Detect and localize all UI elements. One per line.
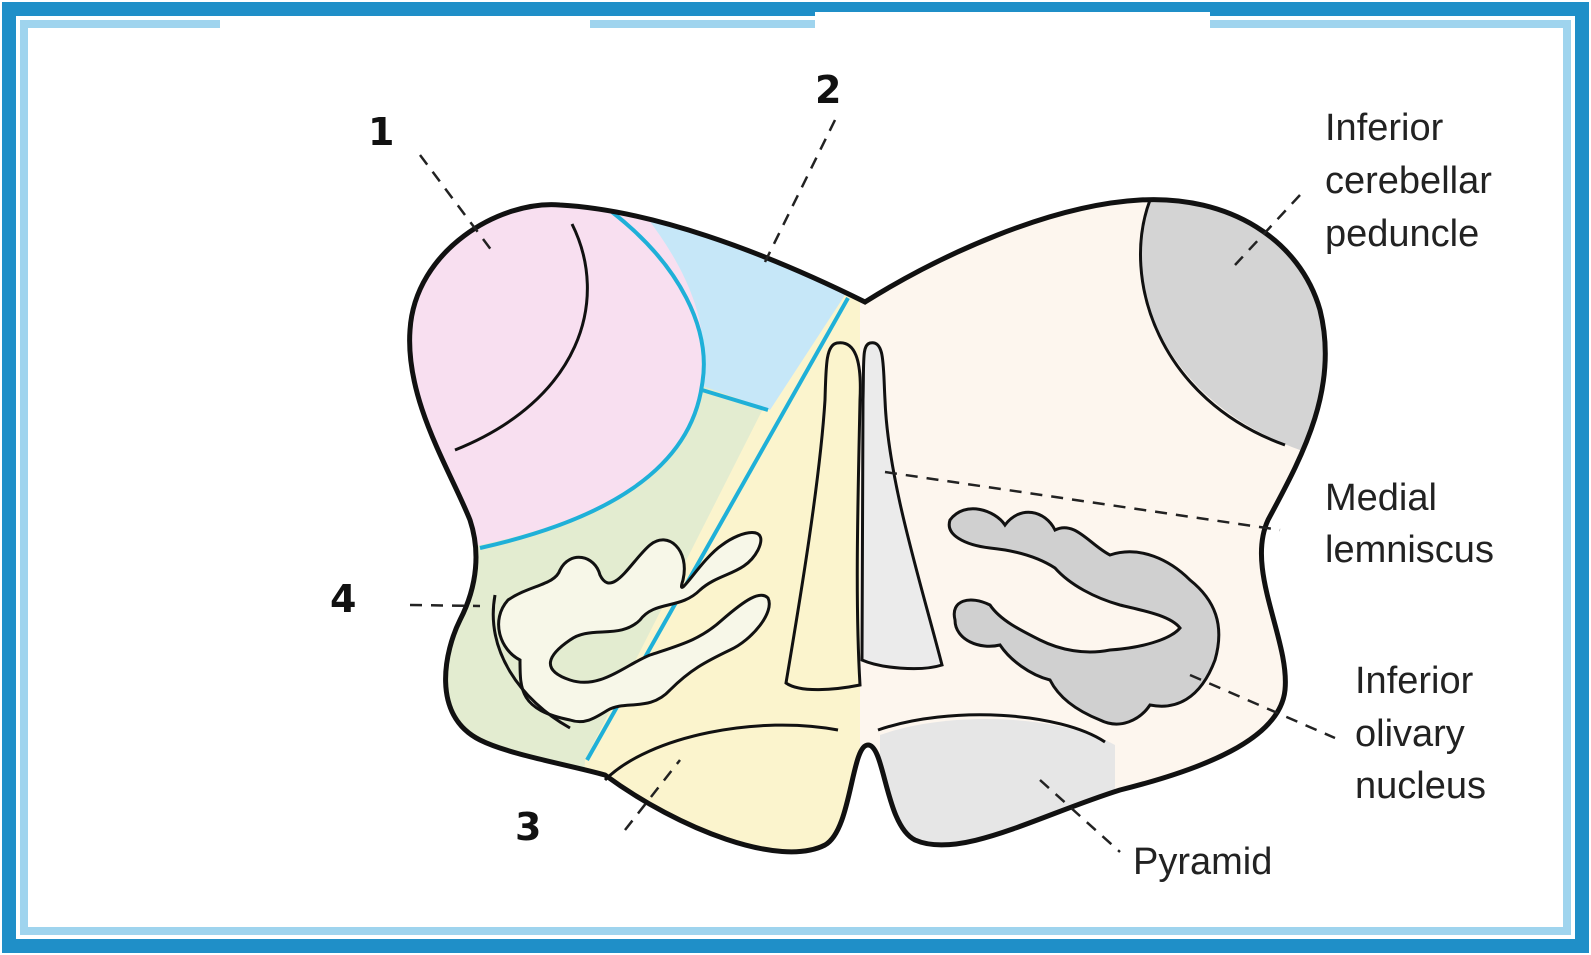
border-highlight-left <box>220 16 590 30</box>
label-inferior-olivary-nucleus-line-3: nucleus <box>1355 765 1486 807</box>
label-2: 2 <box>815 68 841 112</box>
leader-2 <box>765 120 835 262</box>
label-inferior-cerebellar-peduncle-line-2: cerebellar <box>1325 160 1492 202</box>
label-inferior-olivary-nucleus-line-1: Inferior <box>1355 660 1474 702</box>
label-pyramid: Pyramid <box>1133 841 1272 883</box>
label-3: 3 <box>515 805 541 849</box>
label-4: 4 <box>330 577 356 621</box>
label-1: 1 <box>368 110 394 154</box>
label-inferior-cerebellar-peduncle-line-3: peduncle <box>1325 213 1479 255</box>
label-medial-lemniscus-line-2: lemniscus <box>1325 529 1494 571</box>
label-medial-lemniscus-line-1: Medial <box>1325 477 1437 519</box>
label-inferior-cerebellar-peduncle-line-1: Inferior <box>1325 107 1444 149</box>
pyramid-right-shape <box>880 719 1115 900</box>
border-highlight-center <box>815 12 1210 32</box>
label-inferior-olivary-nucleus-line-2: olivary <box>1355 713 1465 755</box>
